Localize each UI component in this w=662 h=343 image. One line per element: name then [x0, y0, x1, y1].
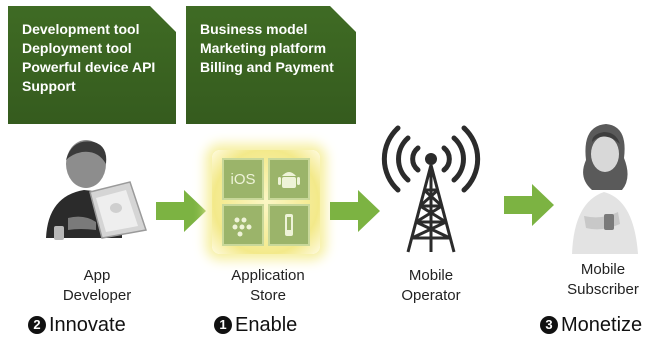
note-line: Development tool: [22, 21, 140, 37]
flow-arrow: [330, 190, 380, 232]
note-line: Support: [22, 78, 76, 94]
store-benefits-note: Business model Marketing platform Billin…: [186, 6, 356, 124]
cell-tower-icon: [381, 125, 481, 253]
note-line: Powerful device API: [22, 59, 156, 75]
step-text: Monetize: [561, 314, 643, 336]
note-line: Marketing platform: [200, 40, 327, 56]
step-text: Innovate: [49, 314, 126, 336]
step-number-badge: 3: [540, 316, 558, 334]
mobile-subscriber-photo: [572, 124, 638, 254]
flow-arrow: [504, 184, 554, 226]
developer-benefits-note: Development tool Deployment tool Powerfu…: [8, 6, 176, 124]
ios-tile-label: iOS: [230, 171, 256, 188]
app-store-panel: iOS: [212, 150, 320, 254]
label-line: Subscriber: [567, 281, 639, 298]
flow-arrow: [156, 190, 206, 232]
note-line: Business model: [200, 21, 308, 37]
label-line: Operator: [401, 287, 461, 304]
app-developer-label: App Developer: [42, 266, 152, 306]
android-tile: [268, 158, 310, 200]
step-number-badge: 2: [28, 316, 46, 334]
windows-phone-tile: [268, 204, 310, 246]
android-icon: [278, 172, 300, 188]
note-line: Billing and Payment: [200, 59, 334, 75]
application-store-label: Application Store: [210, 266, 326, 306]
mobile-subscriber-label: Mobile Subscriber: [550, 260, 656, 300]
app-developer-photo: [46, 140, 147, 240]
label-line: App: [83, 267, 111, 284]
label-line: Mobile: [408, 267, 454, 284]
blackberry-icon: [232, 217, 252, 237]
blackberry-tile: [222, 204, 264, 246]
label-line: Developer: [62, 287, 132, 304]
note-line: Deployment tool: [22, 40, 132, 56]
label-line: Application: [231, 267, 305, 284]
label-line: Mobile: [580, 261, 626, 278]
step-text: Enable: [235, 314, 298, 336]
step-number-badge: 1: [214, 316, 232, 334]
label-line: Store: [250, 287, 286, 304]
ios-tile: iOS: [222, 158, 264, 200]
phone-icon: [285, 214, 293, 236]
mobile-operator-label: Mobile Operator: [376, 266, 486, 306]
